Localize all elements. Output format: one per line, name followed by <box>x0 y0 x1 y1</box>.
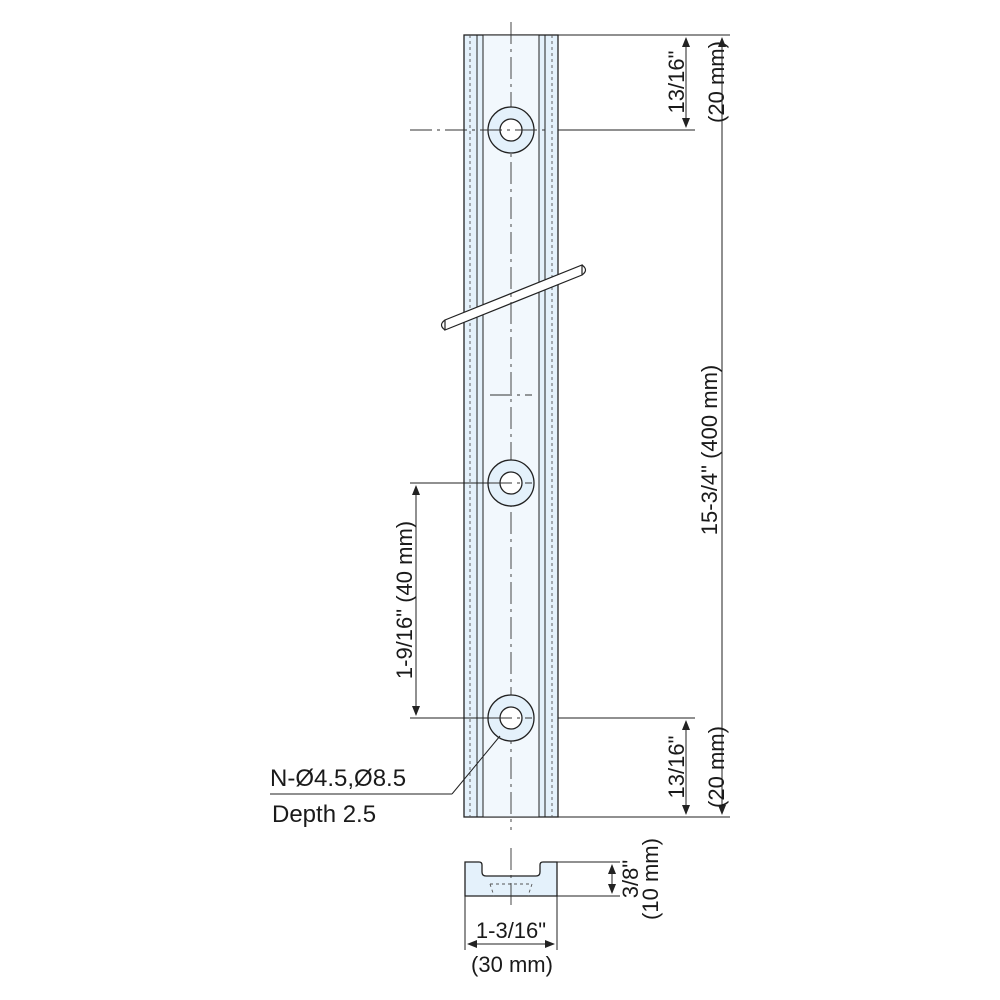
hole-middle <box>487 459 535 507</box>
extension-lines <box>410 34 730 818</box>
dim-total-length-label: 15-3/4" (400 mm) <box>697 365 722 535</box>
dim-profile-width-mm: (30 mm) <box>471 952 553 977</box>
hole-bottom <box>487 694 535 742</box>
rail-front-view <box>410 22 587 830</box>
dim-total-length: 15-3/4" (400 mm) <box>697 37 726 815</box>
dim-bottom-pitch: 13/16" (20 mm) <box>664 720 729 815</box>
callout-leader <box>451 735 501 795</box>
dim-bottom-pitch-inch: 13/16" <box>664 736 689 799</box>
dim-bottom-pitch-mm: (20 mm) <box>704 726 729 808</box>
dim-hole-pitch: 1-9/16" (40 mm) <box>392 485 420 716</box>
dim-profile-height-inch: 3/8" <box>618 860 643 898</box>
dim-top-pitch: 13/16" (20 mm) <box>664 37 729 128</box>
rail-profile-view: 3/8" (10 mm) 1-3/16" (30 mm) <box>464 838 663 977</box>
hole-spec-label: N-Ø4.5,Ø8.5 <box>270 765 406 792</box>
dim-top-pitch-inch: 13/16" <box>664 51 689 114</box>
hole-depth-label: Depth 2.5 <box>272 801 376 828</box>
hole-top <box>410 106 550 154</box>
dim-profile-height-mm: (10 mm) <box>638 838 663 920</box>
profile-shape <box>464 861 558 897</box>
dim-hole-pitch-label: 1-9/16" (40 mm) <box>392 521 417 679</box>
dim-profile-width-inch: 1-3/16" <box>476 918 546 943</box>
hole-callout: N-Ø4.5,Ø8.5 Depth 2.5 <box>270 735 501 828</box>
dim-top-pitch-mm: (20 mm) <box>704 41 729 123</box>
